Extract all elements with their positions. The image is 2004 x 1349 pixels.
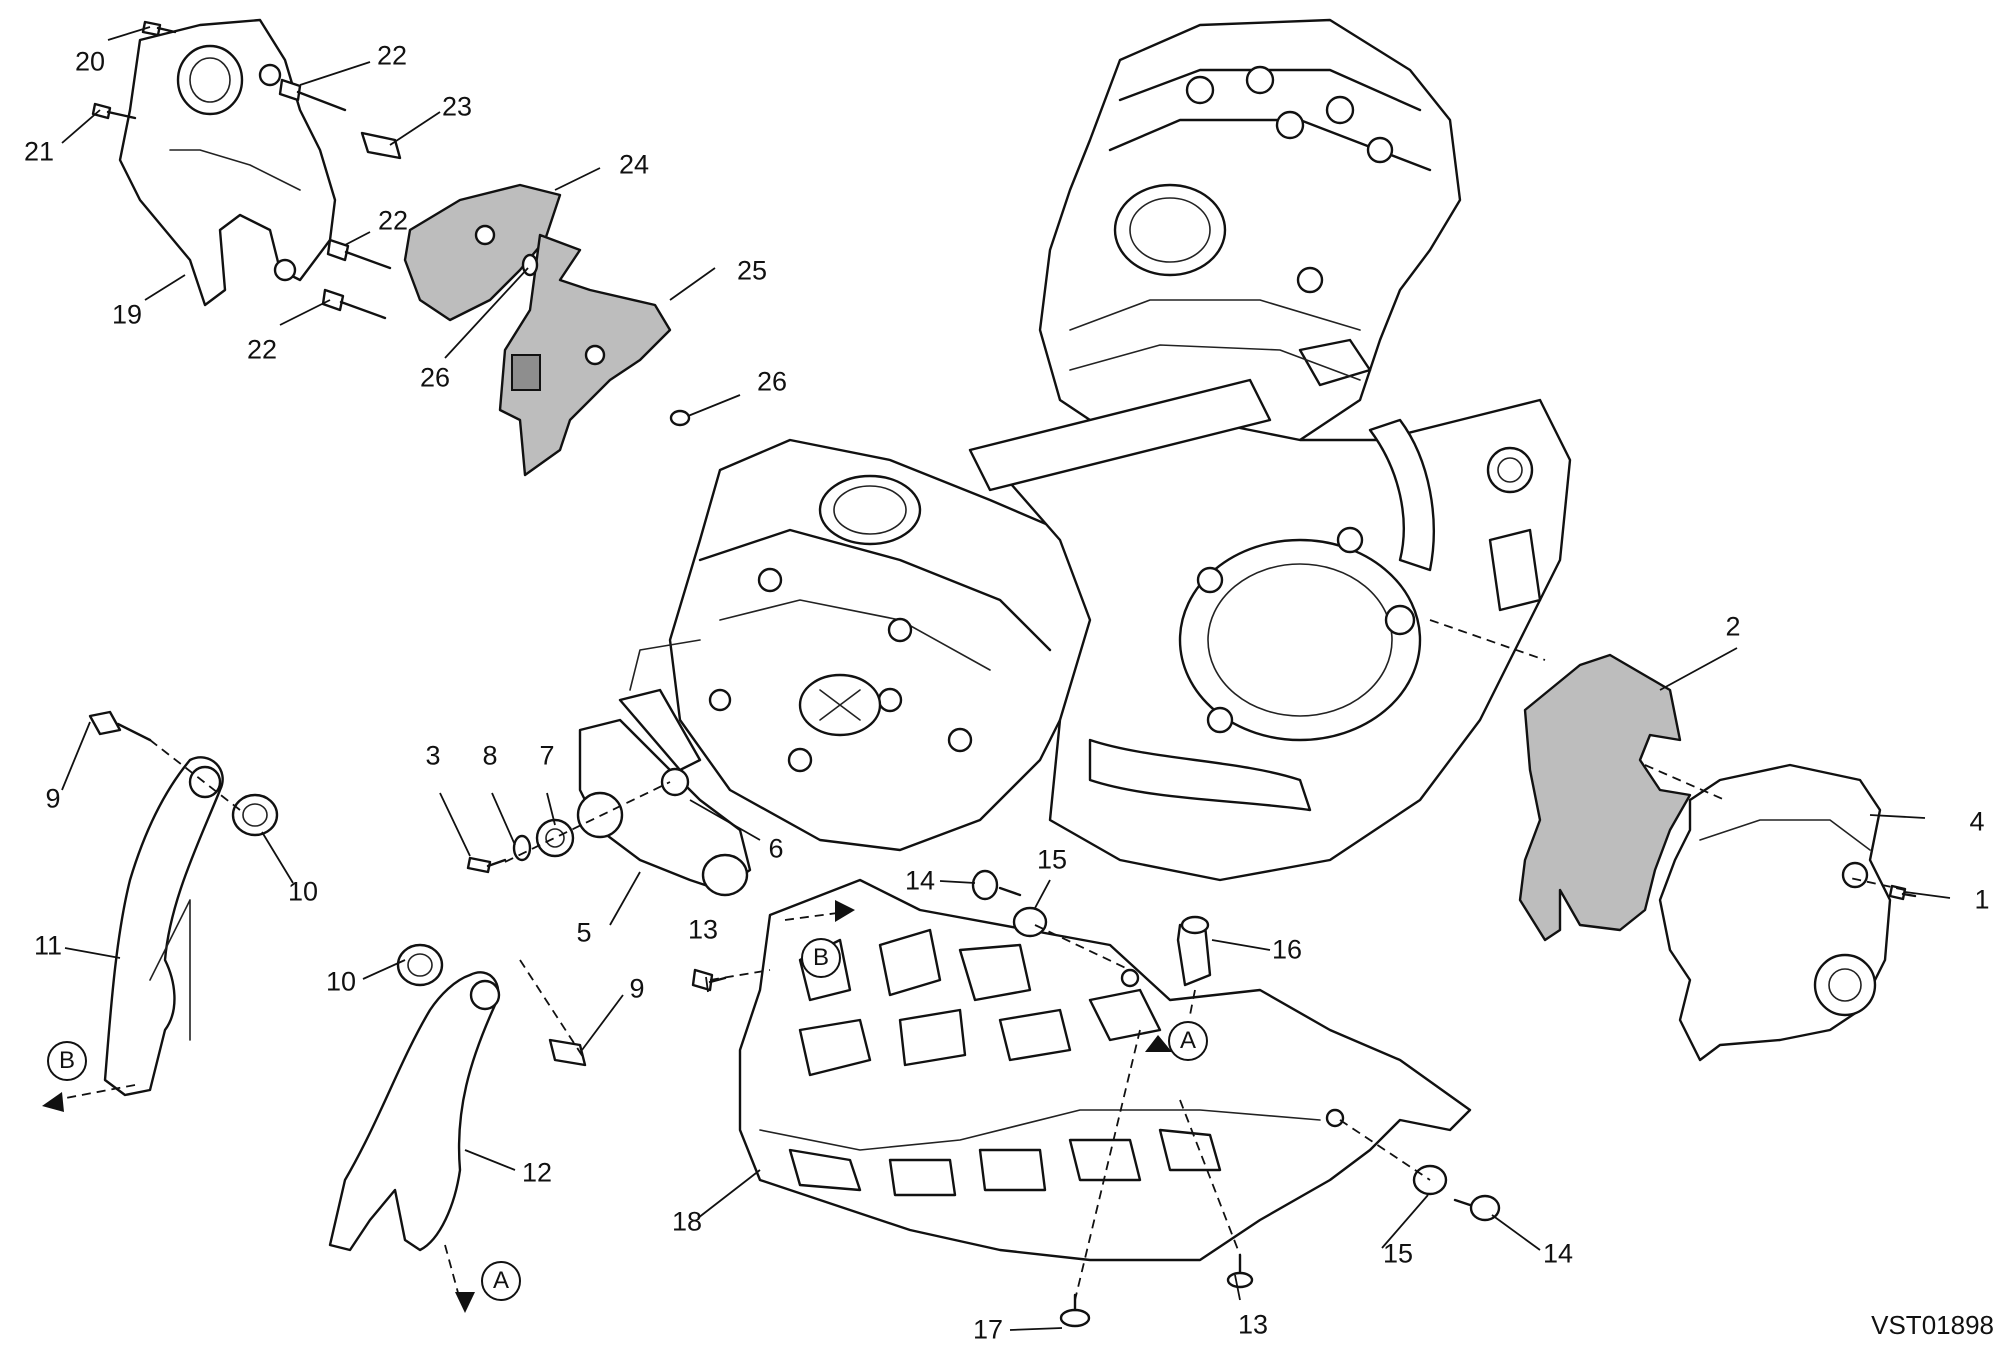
part-label-23: 23 <box>441 91 473 122</box>
part-label-7: 7 <box>539 740 555 771</box>
lower-bracket-group <box>328 943 587 1252</box>
direction-arrows <box>42 900 1172 1313</box>
part-label-6: 6 <box>768 833 784 864</box>
part-label-13b: 13 <box>1237 1309 1269 1340</box>
part-label-22c: 22 <box>246 334 278 365</box>
sprocket-cover-group <box>1518 653 1917 1062</box>
reference-mark-b-skid: B <box>801 938 841 978</box>
part-label-20: 20 <box>74 46 106 77</box>
leader-lines <box>61 26 1951 1331</box>
reference-mark-b-bracket: B <box>47 1041 87 1081</box>
part-label-21: 21 <box>23 136 55 167</box>
part-label-16: 16 <box>1271 934 1303 965</box>
assembly-lines <box>54 619 1906 1301</box>
part-label-22a: 22 <box>376 40 408 71</box>
part-label-12: 12 <box>521 1157 553 1188</box>
part-label-18: 18 <box>671 1206 703 1237</box>
engine-assembly <box>618 18 1572 882</box>
part-label-25: 25 <box>736 255 768 286</box>
part-label-8: 8 <box>482 740 498 771</box>
part-label-10a: 10 <box>287 876 319 907</box>
part-label-5: 5 <box>576 917 592 948</box>
part-label-4: 4 <box>1969 806 1985 837</box>
upper-cover-group <box>91 18 691 477</box>
part-label-13a: 13 <box>687 914 719 945</box>
part-label-9a: 9 <box>45 783 61 814</box>
part-label-11: 11 <box>33 930 63 961</box>
reference-mark-a-skid: A <box>1168 1021 1208 1061</box>
part-label-14b: 14 <box>1542 1238 1574 1269</box>
part-label-2: 2 <box>1725 611 1741 642</box>
diagram-code: VST01898 <box>1871 1310 1994 1340</box>
part-label-3: 3 <box>425 740 441 771</box>
part-label-15b: 15 <box>1382 1238 1414 1269</box>
part-label-22b: 22 <box>377 205 409 236</box>
part-label-1: 1 <box>1974 884 1990 915</box>
part-label-17: 17 <box>972 1314 1004 1345</box>
part-label-14a: 14 <box>904 865 936 896</box>
part-label-15a: 15 <box>1036 844 1068 875</box>
chain-guide-group <box>466 718 752 897</box>
part-label-9b: 9 <box>629 973 645 1004</box>
part-label-26b: 26 <box>756 366 788 397</box>
part-label-19: 19 <box>111 299 143 330</box>
reference-mark-a-bracket: A <box>481 1261 521 1301</box>
left-bracket-group <box>88 710 279 1097</box>
skid-plate-group <box>738 878 1472 1262</box>
part-label-10b: 10 <box>325 966 357 997</box>
part-label-26a: 26 <box>419 362 451 393</box>
part-label-24: 24 <box>618 149 650 180</box>
